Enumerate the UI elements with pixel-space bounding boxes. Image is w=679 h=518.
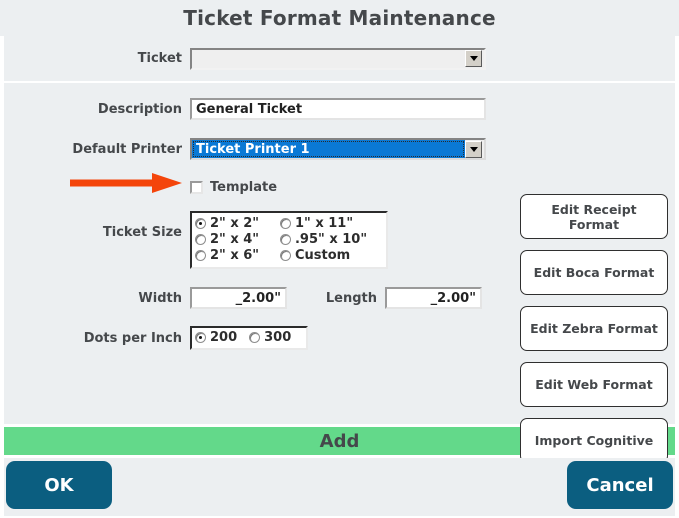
default-printer-dropdown-button[interactable] xyxy=(465,140,482,158)
width-input-value: _2.00" xyxy=(235,290,281,306)
ticket-size-option-label: 2" x 6" xyxy=(210,248,260,263)
default-printer-label: Default Printer xyxy=(72,141,182,157)
radio-icon[interactable] xyxy=(279,250,291,261)
dots-per-inch-option-200[interactable]: 200 xyxy=(195,330,237,345)
ticket-size-option-label: .95" x 10" xyxy=(294,232,368,247)
cancel-button[interactable]: Cancel xyxy=(567,461,673,509)
ticket-size-option-label: 1" x 11" xyxy=(294,216,354,231)
radio-icon[interactable] xyxy=(195,250,206,261)
length-input[interactable]: _2.00" xyxy=(385,287,482,309)
chevron-down-icon xyxy=(469,146,478,152)
length-input-value: _2.00" xyxy=(430,290,476,306)
template-checkbox[interactable] xyxy=(190,181,203,194)
radio-icon[interactable] xyxy=(249,332,261,343)
ticket-select-dropdown-button[interactable] xyxy=(465,50,482,67)
ticket-size-option-label: 2" x 4" xyxy=(210,232,260,247)
ticket-size-group: 2" x 2" 1" x 11" 2" x 4" .95" x 10" xyxy=(190,211,388,269)
ticket-size-option-custom[interactable]: Custom xyxy=(279,248,382,263)
template-checkbox-row[interactable]: Template xyxy=(190,180,277,195)
default-printer-select-value: Ticket Printer 1 xyxy=(196,141,310,157)
ticket-size-options: 2" x 2" 1" x 11" 2" x 4" .95" x 10" xyxy=(195,216,382,263)
description-input[interactable]: General Ticket xyxy=(190,98,486,120)
ticket-selector-panel: Ticket xyxy=(4,36,675,81)
ticket-size-label: Ticket Size xyxy=(102,225,182,240)
dots-per-inch-option-300[interactable]: 300 xyxy=(249,330,291,345)
dots-per-inch-option-label: 200 xyxy=(210,330,238,345)
dots-per-inch-options: 200 300 xyxy=(195,330,291,345)
radio-icon[interactable] xyxy=(195,332,206,343)
ticket-size-option-95x10[interactable]: .95" x 10" xyxy=(279,232,382,247)
ok-button[interactable]: OK xyxy=(6,461,112,509)
edit-receipt-format-button[interactable]: Edit Receipt Format xyxy=(520,194,668,239)
ticket-select[interactable] xyxy=(190,47,486,70)
width-input[interactable]: _2.00" xyxy=(190,287,287,309)
ticket-size-option-2x4[interactable]: 2" x 4" xyxy=(195,232,274,247)
template-checkbox-label: Template xyxy=(210,180,278,195)
dots-per-inch-option-label: 300 xyxy=(264,330,292,345)
radio-icon[interactable] xyxy=(195,234,206,245)
dots-per-inch-group: 200 300 xyxy=(190,326,308,350)
chevron-down-icon xyxy=(469,56,478,61)
default-printer-select[interactable]: Ticket Printer 1 xyxy=(190,138,486,160)
width-label: Width xyxy=(138,290,182,306)
description-input-value: General Ticket xyxy=(196,101,303,117)
radio-icon[interactable] xyxy=(279,218,291,229)
default-printer-selection-highlight: Ticket Printer 1 xyxy=(192,140,465,158)
format-action-buttons: Edit Receipt Format Edit Boca Format Edi… xyxy=(520,194,668,463)
radio-icon[interactable] xyxy=(195,218,206,229)
annotation-arrow-icon xyxy=(70,173,182,193)
edit-web-format-button[interactable]: Edit Web Format xyxy=(520,362,668,407)
edit-zebra-format-button[interactable]: Edit Zebra Format xyxy=(520,306,668,351)
dialog-header: Ticket Format Maintenance xyxy=(0,0,679,36)
ticket-size-option-1x11[interactable]: 1" x 11" xyxy=(279,216,382,231)
ticket-size-option-label: Custom xyxy=(294,248,351,263)
ticket-size-option-2x2[interactable]: 2" x 2" xyxy=(195,216,274,231)
ticket-size-option-2x6[interactable]: 2" x 6" xyxy=(195,248,274,263)
description-label: Description xyxy=(97,101,182,117)
ticket-size-option-label: 2" x 2" xyxy=(210,216,260,231)
ticket-label: Ticket xyxy=(137,51,182,66)
radio-icon[interactable] xyxy=(279,234,291,245)
page-title: Ticket Format Maintenance xyxy=(183,6,496,30)
dialog-footer: OK Cancel xyxy=(4,458,675,516)
length-label: Length xyxy=(325,290,377,306)
form-panel: Description General Ticket Default Print… xyxy=(4,83,675,463)
dots-per-inch-label: Dots per Inch xyxy=(83,330,182,346)
import-cognitive-button[interactable]: Import Cognitive xyxy=(520,418,668,463)
edit-boca-format-button[interactable]: Edit Boca Format xyxy=(520,250,668,295)
